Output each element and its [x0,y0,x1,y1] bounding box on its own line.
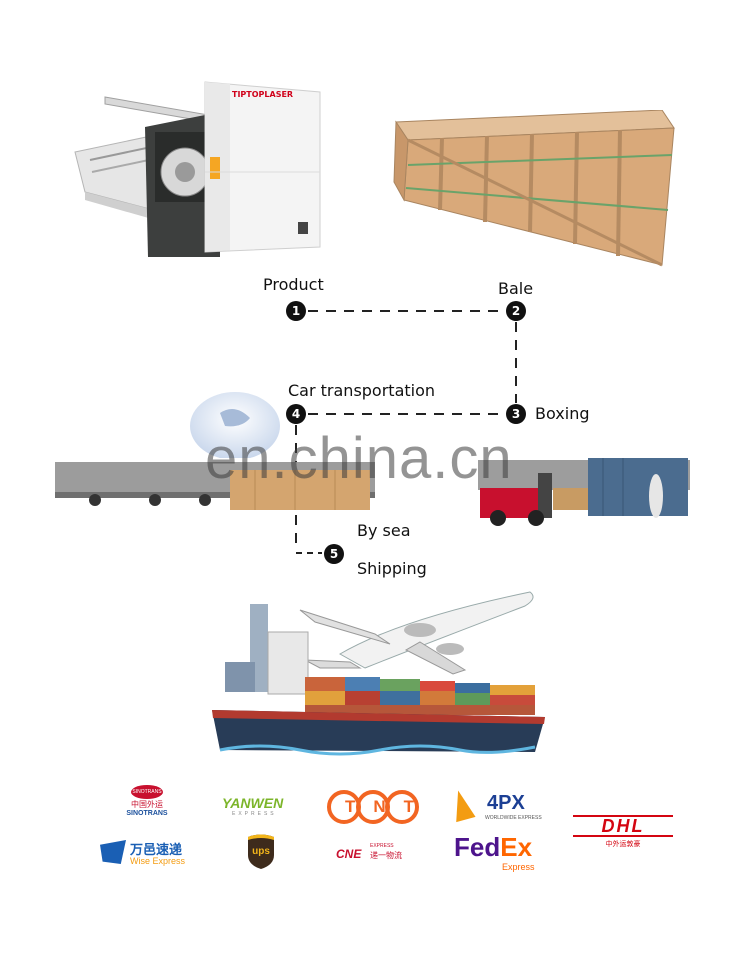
fourpx-flame-icon [448,787,476,823]
ups-logo: ups [246,834,276,870]
yanwen-logo: YANWEN EXPRESS [222,795,297,817]
step-label-boxing: Boxing [535,404,590,423]
sinotrans-logo: SINOTRANS 中国外运 SINOTRANS [122,785,172,825]
yanwen-sub: EXPRESS [232,811,277,817]
step-number-3: 3 [506,404,526,424]
sinotrans-en-text: SINOTRANS [126,810,168,817]
tnt-logo: TNT [327,790,419,824]
wise-express-cn: 万邑速递 [130,843,183,858]
globe-image [180,388,280,463]
laser-cutting-machine-image [70,72,325,267]
ups-name: ups [252,846,270,857]
fedex-ex: Ex [500,832,533,862]
cargo-ship-airplane-image [210,582,555,762]
step-label-bale: Bale [498,279,534,298]
step-number-1: 1 [286,301,306,321]
cne-sub: EXPRESS [370,843,394,849]
dhl-cn: 中外运敦豪 [605,840,641,848]
step-label-product: Product [263,275,324,294]
watermark-text: en.china.cn [205,426,513,491]
machine-brand-label: TIPTOPLASER [232,90,294,99]
dhl-name: DHL [573,815,673,837]
yanwen-name: YANWEN [222,795,284,811]
fedex-sub: Express [502,862,535,872]
fourpx-name: 4PX [487,792,525,814]
step-number-2: 2 [506,301,526,321]
cne-express-logo: CNE EXPRESS 递一物流 [336,843,416,865]
step-number-5: 5 [324,544,344,564]
cne-cn: 递一物流 [370,851,402,860]
wooden-crate-image [392,109,676,270]
step-number-4: 4 [286,404,306,424]
wise-express-logo: 万邑速递 Wise Express [100,838,200,868]
sinotrans-cn-text: 中国外运 [131,800,163,809]
fourpx-logo: 4PX WORLDWIDE EXPRESS [448,787,542,828]
tnt-name: TNT [345,797,433,816]
step-label-shipping: Shipping [357,559,427,578]
dhl-logo: DHL 中外运敦豪 [573,815,673,849]
truck-convoy-image [55,460,375,512]
fedex-fed: Fed [454,832,501,862]
by-sea-label: By sea [357,521,411,540]
wise-express-en: Wise Express [130,856,186,866]
sinotrans-badge: SINOTRANS [131,785,163,799]
step-label-car-transportation: Car transportation [288,381,436,400]
wise-express-icon [100,840,126,864]
cne-name: CNE [336,847,362,861]
fedex-logo: FedEx Express [454,832,549,876]
forklift-container-image [478,418,690,528]
fourpx-sub: WORLDWIDE EXPRESS [485,815,542,821]
